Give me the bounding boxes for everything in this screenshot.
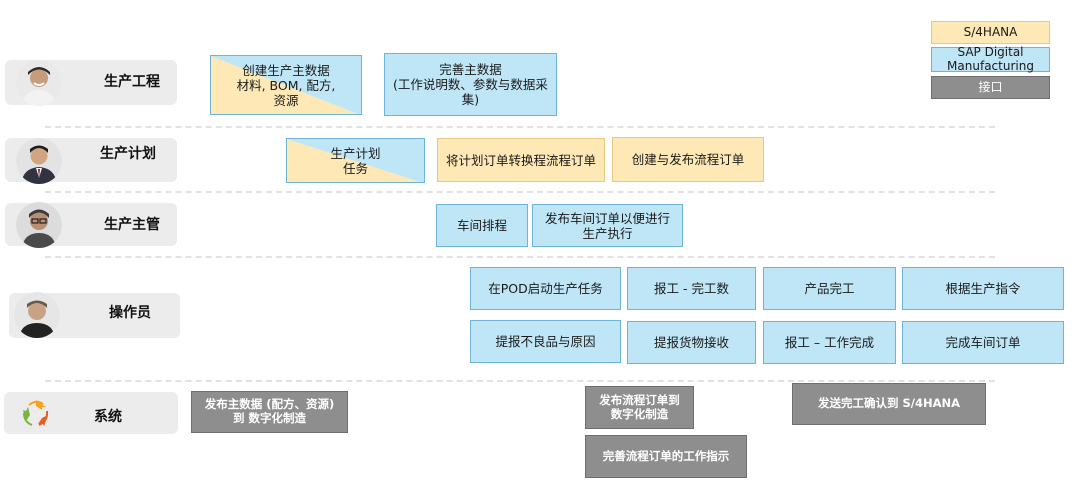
send-confirmation-box: 发送完工确认到 S/4HANA [792,383,986,425]
report-goods-receipt-box: 提报货物接收 [627,321,756,364]
release-shop-order-box: 发布车间订单以便进行 生产执行 [532,204,683,247]
complete-shop-order-box: 完成车间订单 [902,321,1064,364]
lane-label-operator: 操作员 [109,305,151,321]
operator-avatar-icon [14,292,60,338]
refine-master-data-box: 完善主数据 (工作说明数、参数与数据采 集) [384,53,557,116]
plan-task-line2: 任务 [342,160,368,176]
plan-task-line1: 生产计划 [330,145,381,161]
legend-sap-digital-manufacturing: SAP Digital Manufacturing [931,45,1050,73]
lane-label-system: 系统 [94,409,122,425]
per-instruction-box: 根据生产指令 [902,267,1064,310]
refine-master-line2: (工作说明数、参数与数据采 [393,77,548,92]
create-release-orders-box: 创建与发布流程订单 [612,137,764,182]
publish-process-order-box: 发布流程订单到 数字化制造 [585,386,694,429]
publish-master-line2: 到 数字化制造 [232,411,306,425]
legend-s4hana: S/4HANA [931,21,1050,44]
publish-master-data-box: 发布主数据 (配方、资源) 到 数字化制造 [191,391,348,433]
split-fill [287,139,424,182]
lane-divider [45,126,995,128]
publish-master-line1: 发布主数据 (配方、资源) [204,397,335,412]
lane-divider [45,380,995,382]
lane-label-production-supervisor: 生产主管 [104,217,160,233]
lane-divider [45,256,995,258]
refine-master-line1: 完善主数据 [439,62,502,77]
create-master-line2: 材料, BOM, 配方, [236,77,336,93]
publish-process-line2: 数字化制造 [610,406,669,421]
split-fill [211,56,361,114]
planner-avatar-icon [16,138,62,184]
lane-system [4,392,178,434]
lane-label-production-engineering: 生产工程 [104,74,160,90]
pod-start-task-box: 在POD启动生产任务 [470,267,621,310]
lane-label-production-planning: 生产计划 [100,146,156,162]
publish-process-line1: 发布流程订单到 [599,392,680,407]
report-work-complete-box: 报工 – 工作完成 [763,321,896,364]
product-completion-box: 产品完工 [763,267,896,310]
legend-sap-dm-line2: Manufacturing [947,58,1034,73]
release-shop-line1: 发布车间订单以便进行 [544,210,670,226]
system-cycle-icon [20,397,52,429]
legend-sap-dm-line1: SAP Digital [957,45,1024,60]
production-plan-task-box: 生产计划 任务 [286,138,425,183]
create-master-line3: 资源 [273,92,299,108]
refine-master-line3: 集) [461,92,480,107]
report-defects-box: 提报不良品与原因 [470,320,621,363]
create-master-line1: 创建生产主数据 [242,62,330,78]
convert-planned-orders-box: 将计划订单转换程流程订单 [437,138,605,182]
release-shop-line2: 生产执行 [582,225,633,241]
shop-scheduling-box: 车间排程 [436,204,528,247]
create-master-data-box: 创建生产主数据 材料, BOM, 配方, 资源 [210,55,362,115]
lane-divider [45,191,995,193]
report-quantity-box: 报工 - 完工数 [627,267,756,310]
refine-process-instructions-box: 完善流程订单的工作指示 [585,435,747,478]
engineer-avatar-icon [16,60,62,106]
legend-interface: 接口 [931,76,1050,99]
supervisor-avatar-icon [16,202,62,248]
